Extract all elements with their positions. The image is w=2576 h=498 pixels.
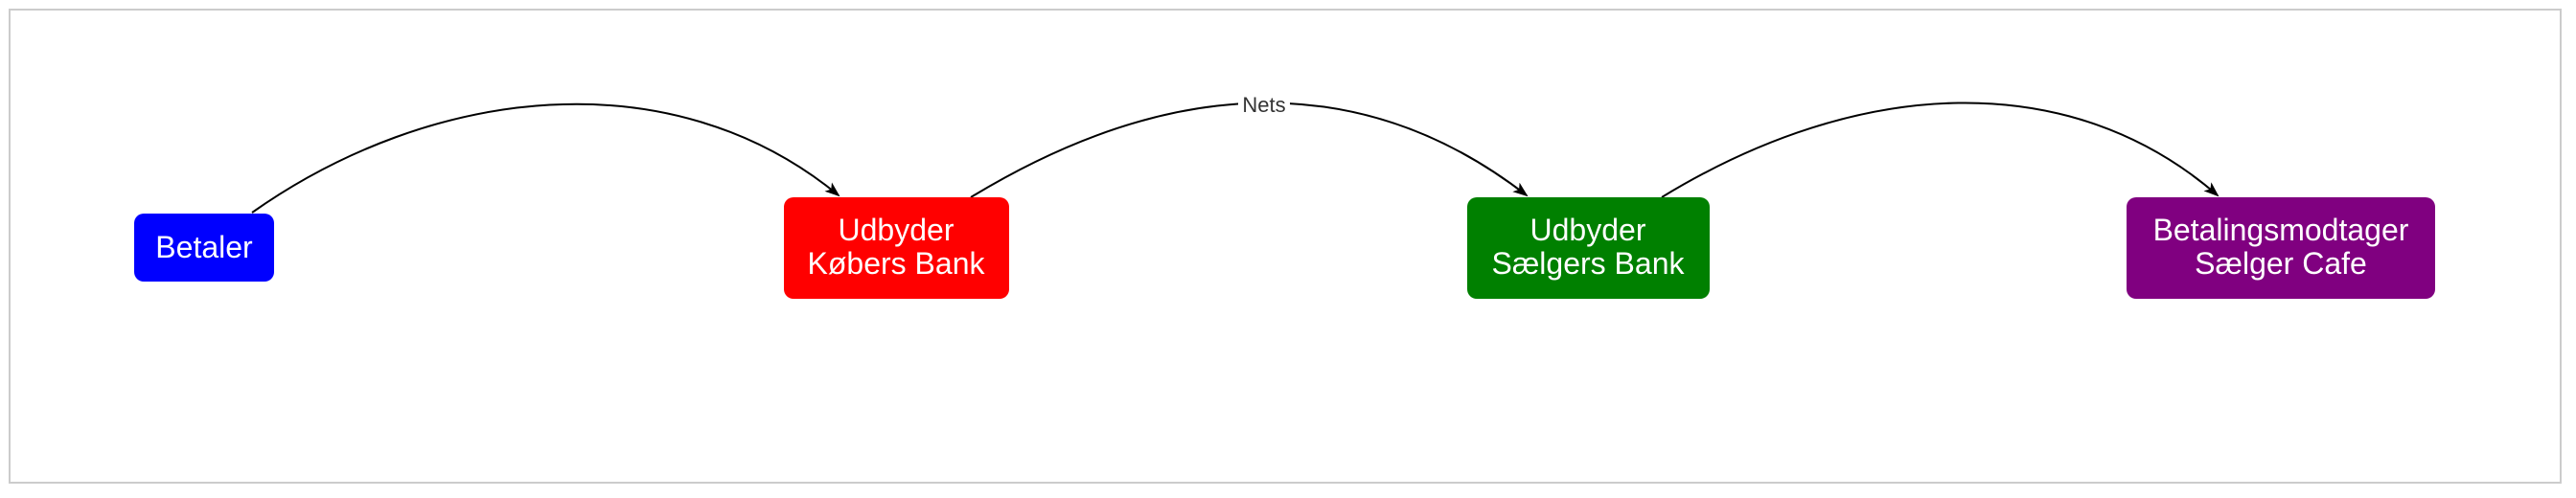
edges: Nets: [251, 93, 2220, 214]
node-label-line-1: Udbyder: [839, 213, 954, 247]
node-kobers-bank: Udbyder Købers Bank: [784, 197, 1009, 299]
edge-saelgers-bank-to-saelger-cafe: [1661, 102, 2220, 198]
node-label-line-2: Sælgers Bank: [1492, 246, 1686, 281]
node-box: [2127, 197, 2435, 299]
edge-label-background: [1238, 93, 1290, 118]
diagram-frame: [9, 9, 2562, 484]
node-label-line-2: Sælger Cafe: [2195, 246, 2367, 281]
node-box: [134, 214, 274, 282]
node-label: Betaler: [155, 230, 253, 264]
node-label-line-2: Købers Bank: [808, 246, 986, 281]
node-box: [1467, 197, 1710, 299]
edge-betaler-to-kobers-bank: [251, 102, 840, 214]
node-label-line-1: Udbyder: [1530, 213, 1646, 247]
node-label-line-1: Betalingsmodtager: [2153, 213, 2409, 247]
edge-label-nets: Nets: [1242, 93, 1285, 117]
node-saelgers-bank: Udbyder Sælgers Bank: [1467, 197, 1710, 299]
node-betaler: Betaler: [134, 214, 274, 282]
node-box: [784, 197, 1009, 299]
node-saelger-cafe: Betalingsmodtager Sælger Cafe: [2127, 197, 2435, 299]
